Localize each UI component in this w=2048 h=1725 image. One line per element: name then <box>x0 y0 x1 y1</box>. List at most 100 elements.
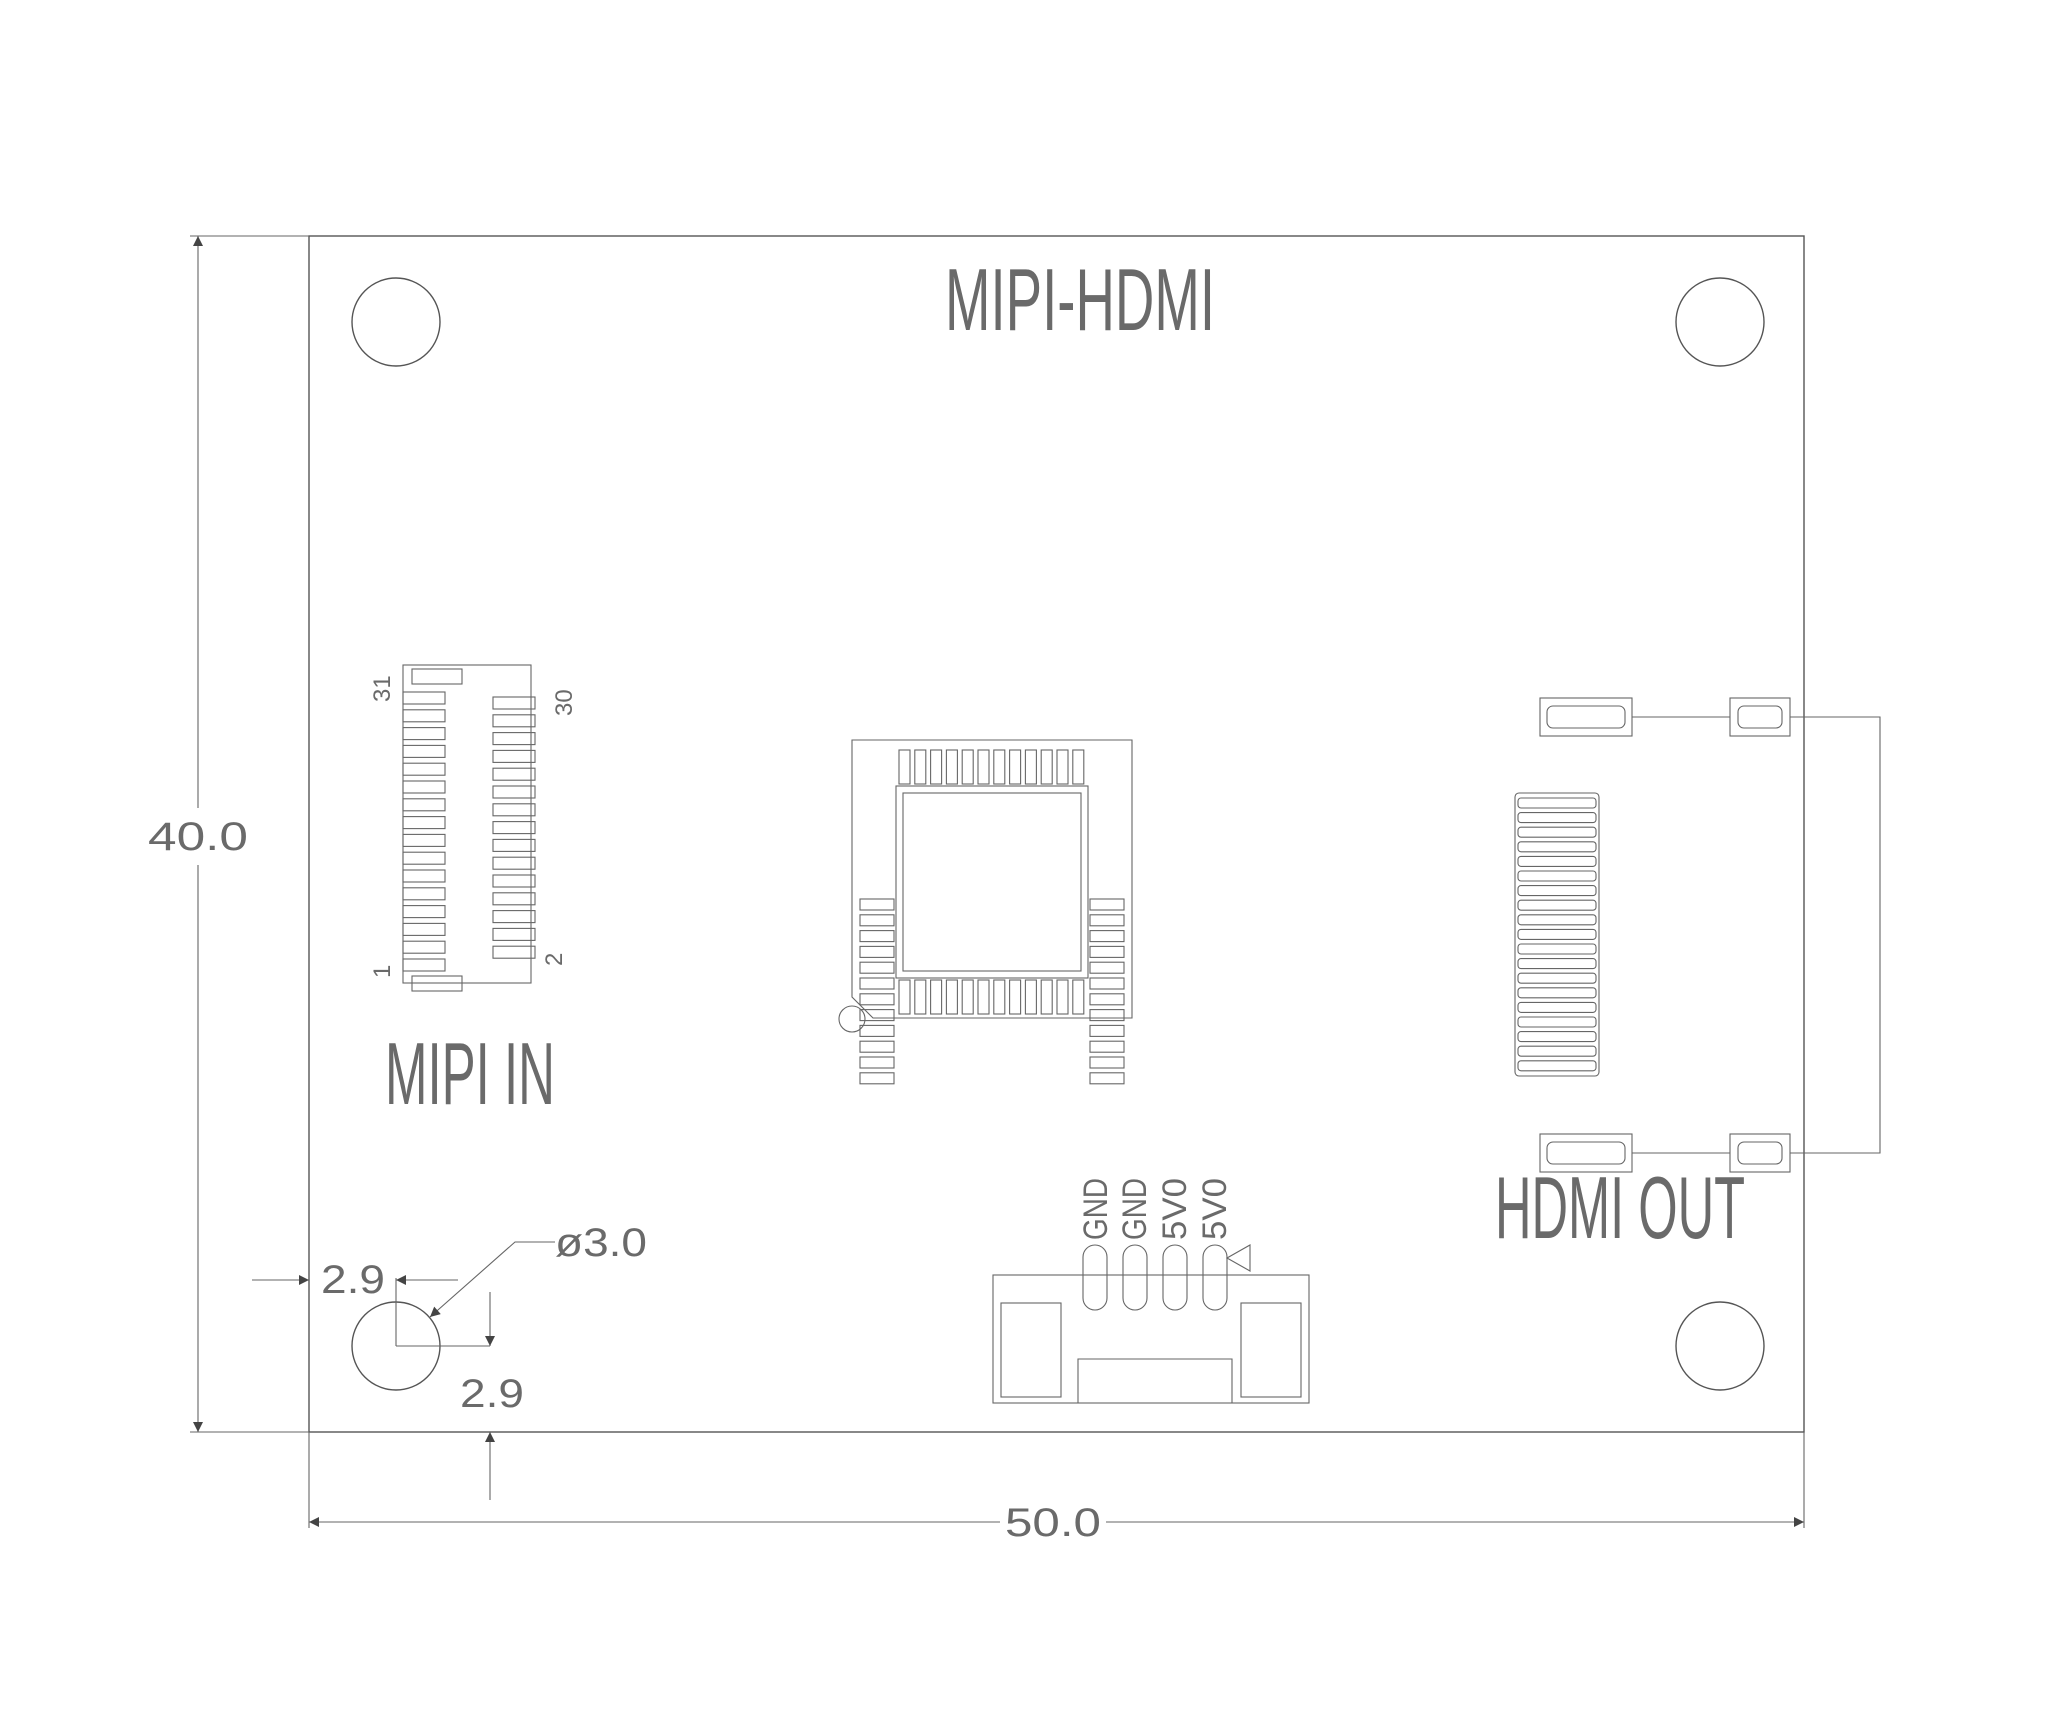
hdmi-contact <box>1517 826 1597 838</box>
qfp-lead <box>1040 979 1053 1015</box>
qfp-lead <box>1089 1024 1125 1037</box>
qfp-lead <box>859 977 895 990</box>
hdmi-contact <box>1517 899 1597 911</box>
qfp-lead <box>1089 1040 1125 1053</box>
qfp-lead <box>930 749 943 785</box>
mipi-pin-1-label: 1 <box>369 965 396 978</box>
hdmi-contact <box>1517 1016 1597 1028</box>
mipi-pad <box>402 851 446 865</box>
hdmi-contact <box>1517 797 1597 809</box>
mipi-pad <box>492 927 536 941</box>
mipi-pad <box>492 803 536 817</box>
qfp-lead <box>898 749 911 785</box>
mounting-hole-top-left <box>351 277 441 367</box>
mipi-pin-2-label: 2 <box>541 953 568 966</box>
qfp-lead <box>1072 749 1085 785</box>
mipi-pad <box>402 798 446 812</box>
hdmi-contact <box>1517 958 1597 970</box>
qfp-lead <box>1089 1072 1125 1085</box>
hdmi-contact <box>1517 870 1597 882</box>
hole-offset-x-label: 2.9 <box>321 1258 385 1302</box>
mipi-pad <box>402 691 446 705</box>
hdmi-contact <box>1517 885 1597 897</box>
mipi-pad <box>402 727 446 741</box>
power-pin-5v0-2: 5V0 <box>1196 1178 1234 1240</box>
hdmi-contact <box>1517 812 1597 824</box>
qfp-lead <box>859 961 895 974</box>
qfp-lead <box>977 979 990 1015</box>
qfp-chip <box>838 739 1133 1085</box>
mipi-in-label: MIPI IN <box>385 1024 555 1123</box>
qfp-lead <box>993 979 1006 1015</box>
hole-dimensions <box>252 1241 555 1500</box>
mipi-connector <box>402 664 536 992</box>
hdmi-contact <box>1517 987 1597 999</box>
hdmi-contact <box>1517 855 1597 867</box>
qfp-lead <box>977 749 990 785</box>
mipi-pad <box>402 940 446 954</box>
qfp-lead <box>993 749 1006 785</box>
mipi-pad <box>492 892 536 906</box>
hdmi-contact <box>1517 928 1597 940</box>
power-pin-gnd-1: GND <box>1077 1178 1115 1240</box>
mipi-pad <box>402 869 446 883</box>
mipi-pad <box>492 767 536 781</box>
hole-offset-y-label: 2.9 <box>460 1372 524 1416</box>
qfp-lead <box>1056 979 1069 1015</box>
power-pin-5v0-1: 5V0 <box>1156 1178 1194 1240</box>
qfp-lead <box>859 898 895 911</box>
hdmi-contact <box>1517 914 1597 926</box>
qfp-lead <box>859 1009 895 1022</box>
qfp-lead <box>859 1040 895 1053</box>
qfp-lead <box>1089 977 1125 990</box>
mipi-pad <box>402 709 446 723</box>
hole-diameter-label: ø3.0 <box>555 1221 647 1265</box>
mipi-pad <box>492 821 536 835</box>
qfp-lead <box>1009 979 1022 1015</box>
mipi-pad <box>402 816 446 830</box>
qfp-lead <box>859 1056 895 1069</box>
qfp-lead <box>859 930 895 943</box>
mipi-pin-31-label: 31 <box>369 675 396 702</box>
qfp-lead <box>898 979 911 1015</box>
mipi-pad <box>402 780 446 794</box>
hdmi-contact <box>1517 841 1597 853</box>
mipi-pad <box>492 838 536 852</box>
hdmi-contact <box>1517 1045 1597 1057</box>
qfp-lead <box>1072 979 1085 1015</box>
qfp-lead <box>1009 749 1022 785</box>
height-dimension <box>190 235 309 1433</box>
height-label: 40.0 <box>148 815 248 859</box>
qfp-lead <box>930 979 943 1015</box>
qfp-lead <box>1089 961 1125 974</box>
hdmi-contact <box>1517 1060 1597 1072</box>
hdmi-contact <box>1517 1001 1597 1013</box>
hdmi-out-label: HDMI OUT <box>1495 1158 1745 1257</box>
mipi-pad <box>492 910 536 924</box>
qfp-lead <box>859 914 895 927</box>
qfp-lead <box>914 749 927 785</box>
board-outline <box>308 235 1805 1433</box>
mipi-pad <box>492 749 536 763</box>
mipi-pad <box>402 744 446 758</box>
mipi-pad <box>402 922 446 936</box>
hdmi-contact <box>1517 1031 1597 1043</box>
pin1-marker <box>838 1005 866 1033</box>
mipi-pad <box>402 833 446 847</box>
qfp-lead <box>1089 993 1125 1006</box>
qfp-lead <box>859 993 895 1006</box>
width-dimension <box>308 1432 1805 1528</box>
qfp-lead <box>945 979 958 1015</box>
board-title: MIPI-HDMI <box>945 250 1215 349</box>
qfp-lead <box>1024 749 1037 785</box>
qfp-lead <box>859 1024 895 1037</box>
width-label: 50.0 <box>1005 1501 1101 1545</box>
qfp-lead <box>1089 1009 1125 1022</box>
pin1-triangle-marker <box>1225 1244 1251 1272</box>
qfp-lead <box>1089 898 1125 911</box>
qfp-lead <box>1056 749 1069 785</box>
qfp-lead <box>1089 1056 1125 1069</box>
qfp-lead <box>1024 979 1037 1015</box>
mipi-pad <box>402 958 446 972</box>
mipi-pad <box>402 905 446 919</box>
